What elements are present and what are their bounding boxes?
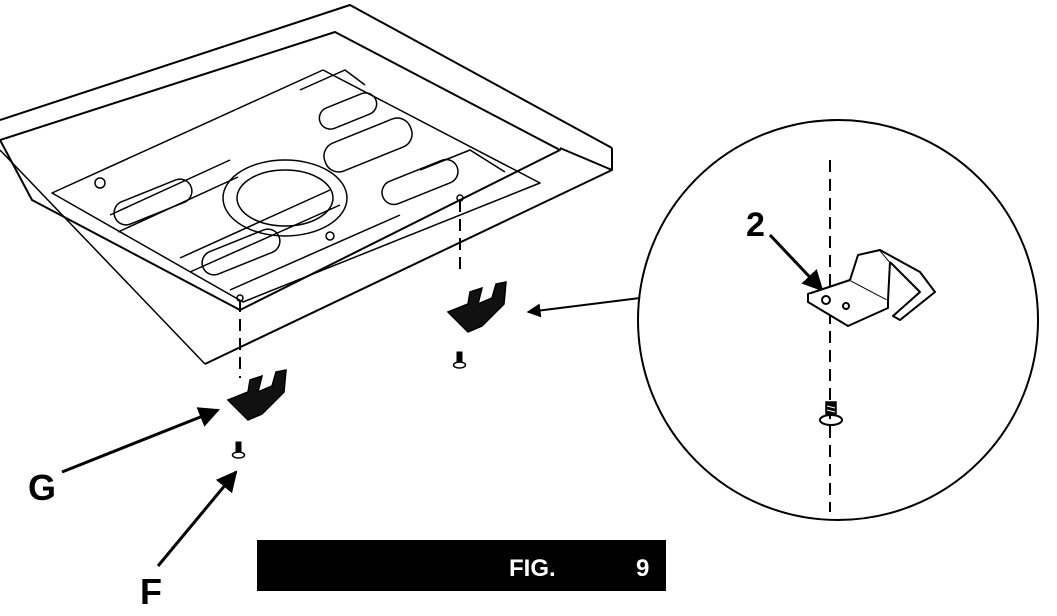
leader-arrows bbox=[61, 233, 824, 567]
arrow-2 bbox=[768, 233, 824, 292]
fixture-housing bbox=[0, 4, 613, 365]
figure-caption: FIG. 9 bbox=[257, 540, 666, 591]
arrow-g bbox=[61, 407, 220, 474]
detail-screw bbox=[819, 401, 843, 426]
screw-f bbox=[231, 441, 246, 459]
caption-fig-number: 9 bbox=[636, 555, 649, 582]
caption-fig-word: FIG. bbox=[509, 555, 556, 582]
label-2: 2 bbox=[746, 206, 765, 244]
bracket-g bbox=[226, 369, 287, 421]
bracket-right bbox=[446, 281, 507, 333]
detail-bracket bbox=[807, 249, 936, 327]
caption-bar bbox=[257, 540, 666, 591]
mounting-plate bbox=[94, 69, 506, 302]
alignment-lines bbox=[239, 160, 831, 512]
label-f: F bbox=[140, 571, 162, 612]
label-g: G bbox=[28, 467, 56, 508]
arrow-detail-to-bracket bbox=[526, 297, 641, 318]
detail-view bbox=[637, 119, 1039, 521]
detail-circle bbox=[637, 119, 1039, 521]
arrow-f bbox=[156, 470, 238, 567]
screw-right bbox=[452, 351, 467, 369]
